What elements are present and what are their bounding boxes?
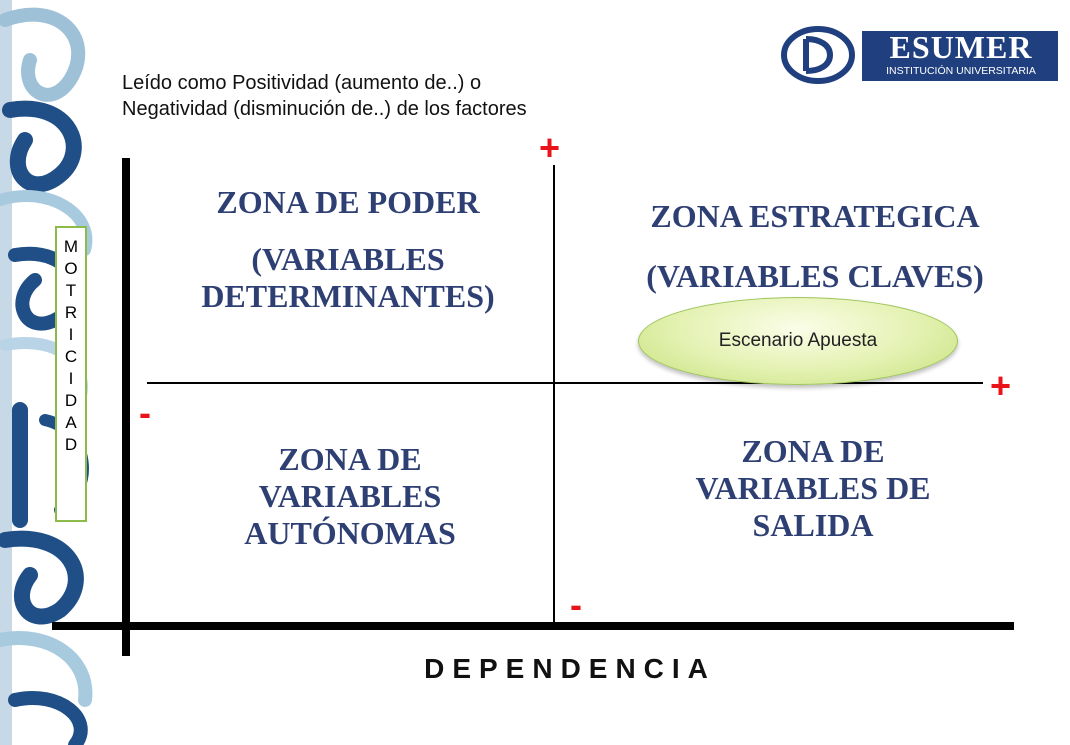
zona-de-poder-title: ZONA DE PODER — [216, 184, 480, 220]
motricidad-letter: T — [65, 281, 77, 300]
logo-name: ESUMER — [889, 29, 1033, 65]
motricidad-label: M O T R I C I D A D — [55, 226, 87, 522]
motricidad-letter: M — [63, 237, 79, 256]
zona-estrategica: ZONA ESTRATEGICA (VARIABLES CLAVES) — [600, 198, 1030, 295]
esumer-logo: ESUMER INSTITUCIÓN UNIVERSITARIA — [780, 25, 1060, 89]
escenario-apuesta-ellipse: Escenario Apuesta — [638, 297, 958, 385]
zona-de-poder: ZONA DE PODER (VARIABLES DETERMINANTES) — [160, 184, 536, 315]
motricidad-letter: C — [64, 347, 78, 366]
minus-sign-left: - — [139, 392, 151, 433]
motricidad-letter: I — [68, 369, 74, 388]
subtitle-line-1: Leído como Positividad (aumento de..) o — [122, 72, 482, 94]
zona-de-poder-line2: (VARIABLES — [251, 241, 445, 277]
zona-salida: ZONA DE VARIABLES DE SALIDA — [640, 433, 986, 544]
plus-sign-top: + — [539, 127, 561, 168]
vertical-divider — [553, 165, 555, 625]
plus-sign-right: + — [990, 365, 1012, 406]
motricidad-axis — [122, 158, 130, 656]
zona-estrategica-title: ZONA ESTRATEGICA — [650, 198, 980, 234]
horizontal-divider — [147, 382, 983, 384]
zona-estrategica-line2: (VARIABLES CLAVES) — [646, 258, 984, 294]
zona-autonomas-line1: ZONA DE — [278, 441, 422, 477]
escenario-apuesta-label: Escenario Apuesta — [718, 330, 878, 351]
motricidad-letter: D — [64, 391, 78, 410]
dependencia-label: DEPENDENCIA — [424, 653, 716, 684]
motricidad-letter: D — [64, 435, 78, 454]
motricidad-letter: A — [65, 413, 77, 432]
subtitle-line-2: Negatividad (disminución de..) de los fa… — [122, 98, 527, 120]
motricidad-letter: I — [68, 325, 74, 344]
zona-salida-line2: VARIABLES DE — [695, 470, 931, 506]
esumer-logo-graphic — [781, 26, 1058, 84]
dependencia-axis — [52, 622, 1014, 630]
zona-autonomas: ZONA DE VARIABLES AUTÓNOMAS — [180, 441, 520, 552]
motricidad-letter: O — [64, 259, 78, 278]
zona-salida-line3: SALIDA — [752, 507, 874, 543]
zona-autonomas-line2: VARIABLES — [258, 478, 442, 514]
zona-autonomas-line3: AUTÓNOMAS — [244, 515, 456, 551]
zona-salida-line1: ZONA DE — [741, 433, 885, 469]
zona-de-poder-line3: DETERMINANTES) — [201, 278, 495, 314]
logo-tagline: INSTITUCIÓN UNIVERSITARIA — [886, 65, 1036, 77]
motricidad-letter: R — [64, 303, 78, 322]
minus-sign-bottom: - — [570, 584, 582, 625]
subtitle: Leído como Positividad (aumento de..) o … — [122, 70, 527, 122]
